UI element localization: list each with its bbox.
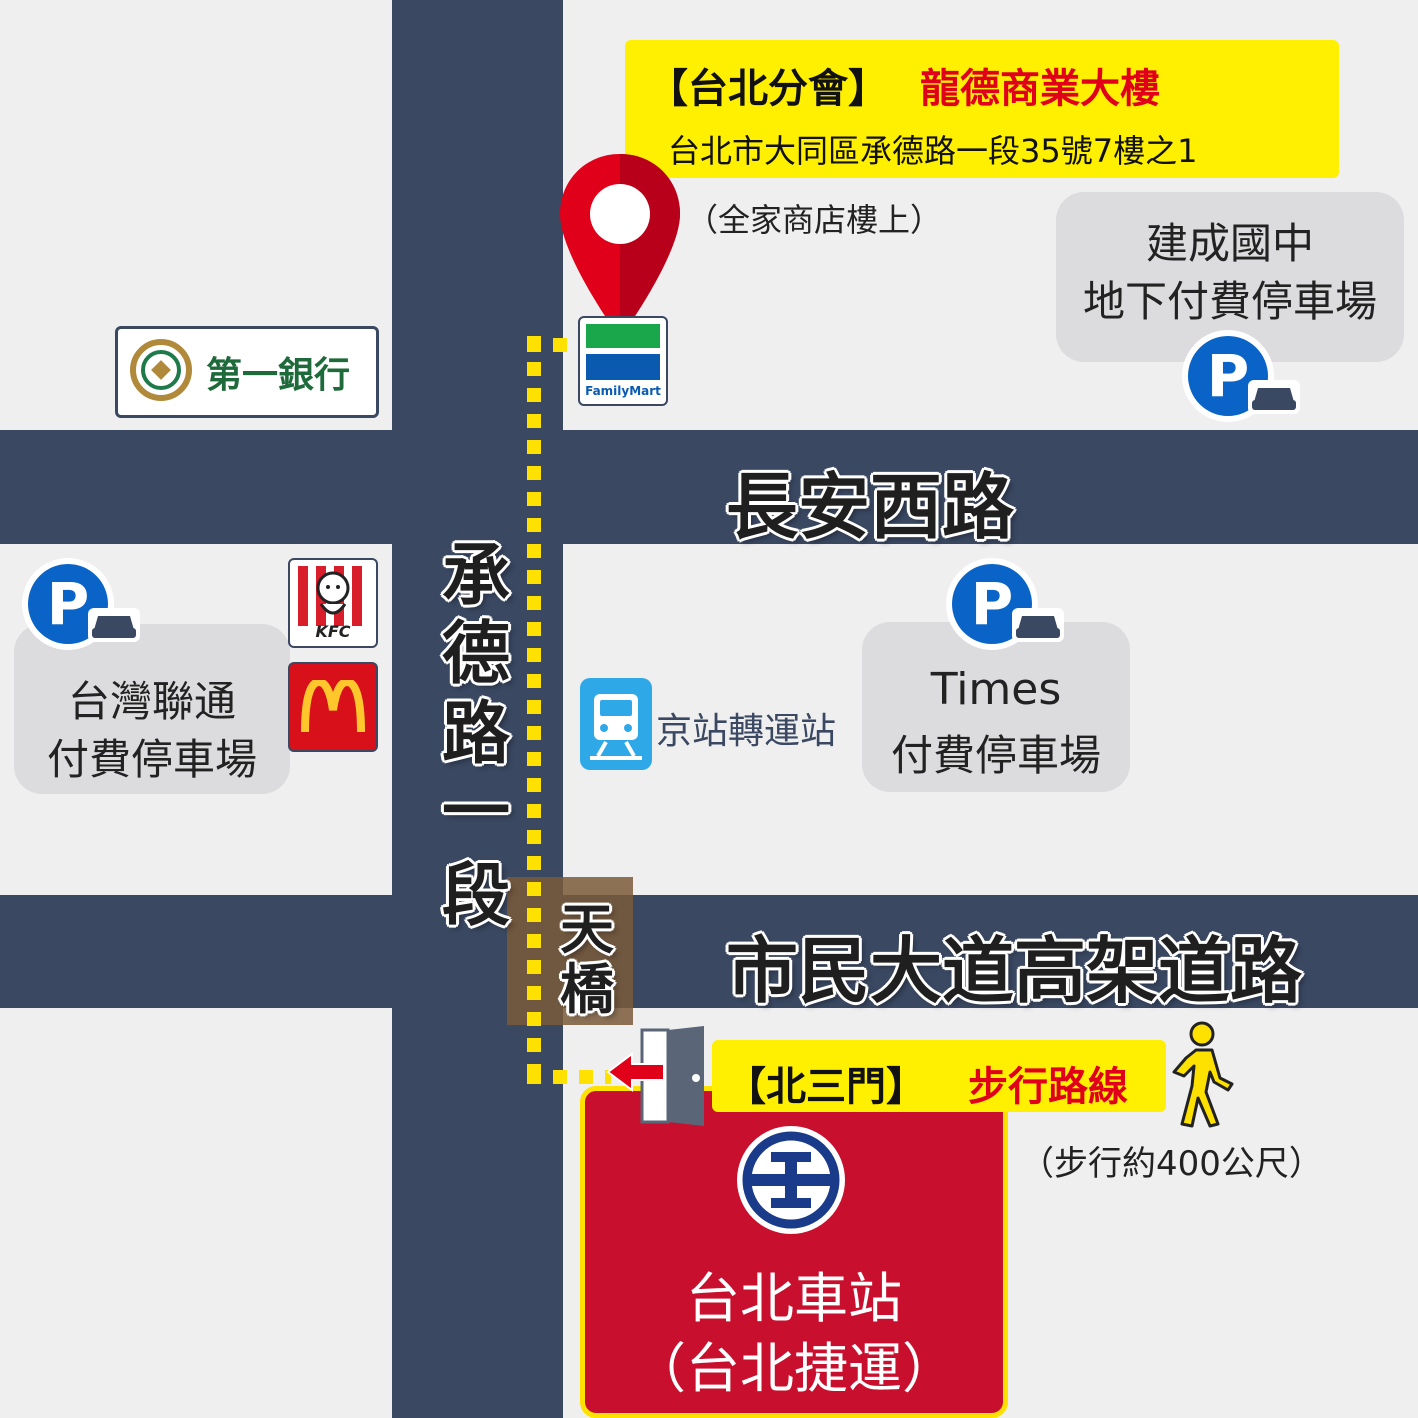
taiwan-railway-logo-icon: [737, 1126, 845, 1234]
road-label-chengde-1: 承: [442, 537, 511, 616]
kfc-sign: KFC: [288, 558, 378, 648]
pedestrian-icon: [1172, 1021, 1234, 1128]
parking-icon-times: P: [946, 558, 1064, 650]
jiancheng-parking-line1: 建成國中: [1145, 219, 1314, 268]
kfc-label: KFC: [315, 622, 351, 641]
svg-text:P: P: [971, 570, 1014, 638]
taiwan-parking-line2: 付費停車場: [46, 735, 257, 784]
taipei-station-name: 台北車站: [686, 1267, 902, 1330]
road-label-chengde-2: 德: [442, 615, 511, 694]
road-label-civic: 市民大道高架道路: [726, 929, 1303, 1013]
kfc-colonel-icon: [316, 571, 350, 615]
svg-text:P: P: [1207, 342, 1250, 410]
times-parking-line2: 付費停車場: [890, 731, 1101, 780]
route-gate-label: 【北三門】: [726, 1064, 926, 1110]
first-bank-label: 第一銀行: [206, 355, 351, 396]
parking-icon-jiancheng: P: [1182, 330, 1300, 422]
road-label-chengde-4: 一: [442, 773, 511, 852]
mcdonalds-arches-icon: [301, 680, 365, 733]
times-parking-box: [862, 622, 1130, 792]
times-parking-line1: Times: [930, 664, 1062, 715]
road-changan: [0, 430, 1418, 544]
office-note: （全家商店樓上）: [686, 201, 943, 239]
route-bottom: [527, 1070, 611, 1084]
route-top: [527, 338, 579, 352]
office-building-name: 龍德商業大樓: [920, 66, 1160, 112]
road-civic: [0, 895, 1418, 1008]
route-walk-label: 步行路線: [968, 1064, 1128, 1110]
skybridge-label-1: 天: [560, 898, 614, 961]
road-label-changan: 長安西路: [726, 465, 1015, 549]
familymart-sign: FamilyMart: [578, 316, 668, 406]
first-bank-logo-icon: [130, 339, 192, 401]
taiwan-parking-box: [14, 624, 290, 794]
office-banner: [625, 40, 1339, 178]
route-distance: （步行約400公尺）: [1020, 1144, 1323, 1184]
svg-text:P: P: [47, 570, 90, 638]
location-pin-icon: [560, 154, 680, 338]
route-vertical: [527, 336, 541, 1088]
office-bracket-label: 【台北分會】: [648, 66, 888, 112]
jiancheng-parking-line2: 地下付費停車場: [1082, 277, 1377, 326]
bus-station-icon: [580, 678, 652, 770]
road-label-chengde-5: 段: [442, 857, 511, 936]
skybridge-label-2: 橋: [560, 958, 614, 1021]
taiwan-parking-line1: 台灣聯通: [67, 677, 236, 726]
parking-icon-taiwan: P: [22, 558, 140, 650]
route-banner: [712, 1040, 1166, 1112]
office-address: 台北市大同區承德路一段35號7樓之1: [668, 132, 1198, 170]
mcdonalds-sign: [288, 662, 378, 752]
road-label-chengde-3: 路: [442, 695, 511, 774]
arrow-left-icon: [606, 1052, 665, 1092]
bus-station-label: 京站轉運站: [656, 711, 837, 752]
familymart-label: FamilyMart: [585, 384, 661, 398]
taipei-station-metro: （台北捷運）: [632, 1337, 956, 1400]
